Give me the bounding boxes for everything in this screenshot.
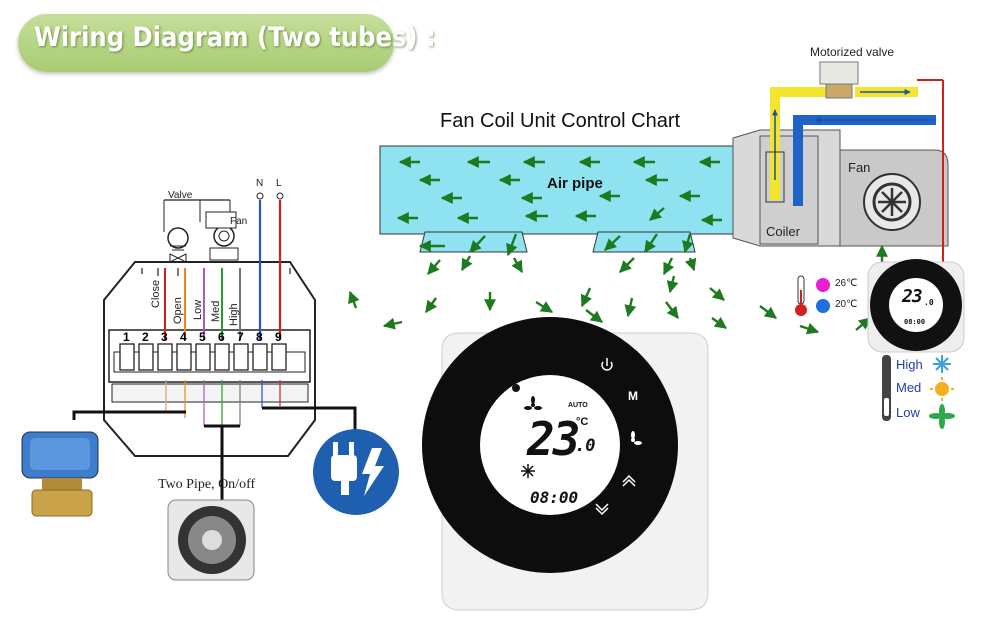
terminal-label-med: Med [210,300,222,322]
airflow-arrows [348,156,888,335]
neutral-label: N [256,178,264,189]
air-pipe-label: Air pipe [547,175,603,192]
chart-title: Fan Coil Unit Control Chart [440,110,681,132]
leaf-icon [929,404,955,429]
mini-temperature: 23 [902,286,923,307]
valve-actuator-icon [21,431,99,517]
terminal-label-low: Low [192,299,204,320]
fan-coil-unit [732,129,949,247]
menu-button[interactable]: M [628,389,638,403]
fan-icon [524,396,542,410]
terminal-8: 8 [256,330,263,344]
clock-display: 08:00 [530,488,579,507]
power-plug-icon [313,429,399,515]
temperature-unit: °C [576,416,589,428]
snowflake-icon [521,464,535,478]
fan-button-icon[interactable] [631,431,642,445]
speed-high-label: High [896,357,923,372]
cold-temperature: 20℃ [835,299,858,310]
fan-speed-slider[interactable] [882,355,891,421]
valve-label: Valve [168,190,193,201]
air-pipe [379,145,736,253]
up-arrow-icon[interactable] [622,474,636,487]
terminal-label-close: Close [150,279,162,308]
fan-wiring-label: Fan [230,216,248,227]
terminal-2: 2 [142,330,149,344]
temperature-decimal: .0 [575,436,596,456]
thermostat-mini [867,259,965,353]
thermostat-main [422,317,709,611]
blower-fan-icon [878,188,906,216]
auto-indicator: AUTO [568,402,588,409]
terminal-1: 1 [123,330,130,344]
wiring-caption: Two Pipe, On/off [158,477,256,492]
thermometer-icon [795,275,807,316]
terminal-7: 7 [237,330,244,344]
speed-low-label: Low [896,405,920,420]
mini-clock: 08:00 [904,318,926,326]
banner-title: Wiring Diagram (Two tubes) : [34,22,436,53]
cold-dot [816,299,830,313]
terminal-5: 5 [199,330,206,344]
terminal-4: 4 [180,330,187,344]
wiring-schematic [72,192,357,500]
terminal-label-high: High [228,303,240,326]
snowflake-icon [933,355,951,373]
terminal-3: 3 [161,330,168,344]
terminal-9: 9 [275,330,282,344]
title-banner [18,14,394,72]
speed-med-label: Med [896,380,922,395]
info-icon [512,384,520,392]
live-label: L [276,178,282,189]
current-temperature: 23 [527,412,580,466]
hot-temperature: 26℃ [835,278,858,289]
sun-icon [930,377,954,401]
fan-label: Fan [848,160,871,175]
water-pipes [765,79,944,262]
coiler-label: Coiler [766,224,800,239]
power-icon[interactable] [601,358,613,371]
mini-decimal: .0 [924,298,934,307]
motorized-valve-label: Motorized valve [810,45,895,59]
blower-fan-icon [167,499,255,581]
terminal-6: 6 [218,330,225,344]
valve-actuator-icon [819,61,859,99]
down-arrow-icon[interactable] [595,503,609,516]
terminal-label-open: Open [172,297,184,324]
hot-dot [816,278,830,292]
